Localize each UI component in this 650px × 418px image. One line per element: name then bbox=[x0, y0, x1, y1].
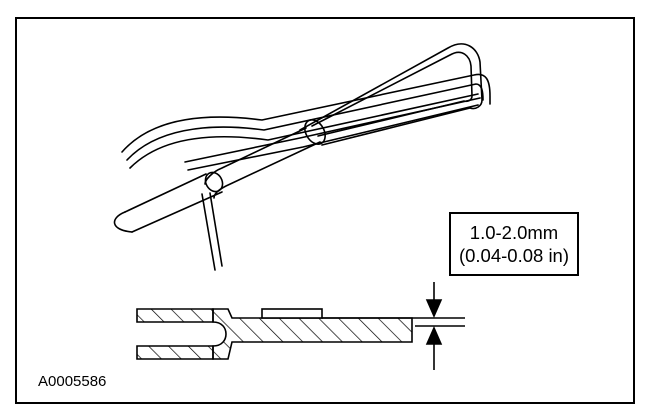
blade-cross-section bbox=[136, 308, 413, 360]
dimension-imperial: (0.04-0.08 in) bbox=[458, 245, 570, 266]
figure-id: A0005586 bbox=[38, 373, 107, 390]
dimension-metric: 1.0-2.0mm bbox=[469, 222, 559, 243]
dimension-indicator bbox=[412, 282, 465, 370]
wiper-blade-illustration bbox=[113, 43, 491, 271]
frame-border bbox=[15, 17, 635, 404]
dimension-label-box: 1.0-2.0mm (0.04-0.08 in) bbox=[449, 212, 579, 276]
